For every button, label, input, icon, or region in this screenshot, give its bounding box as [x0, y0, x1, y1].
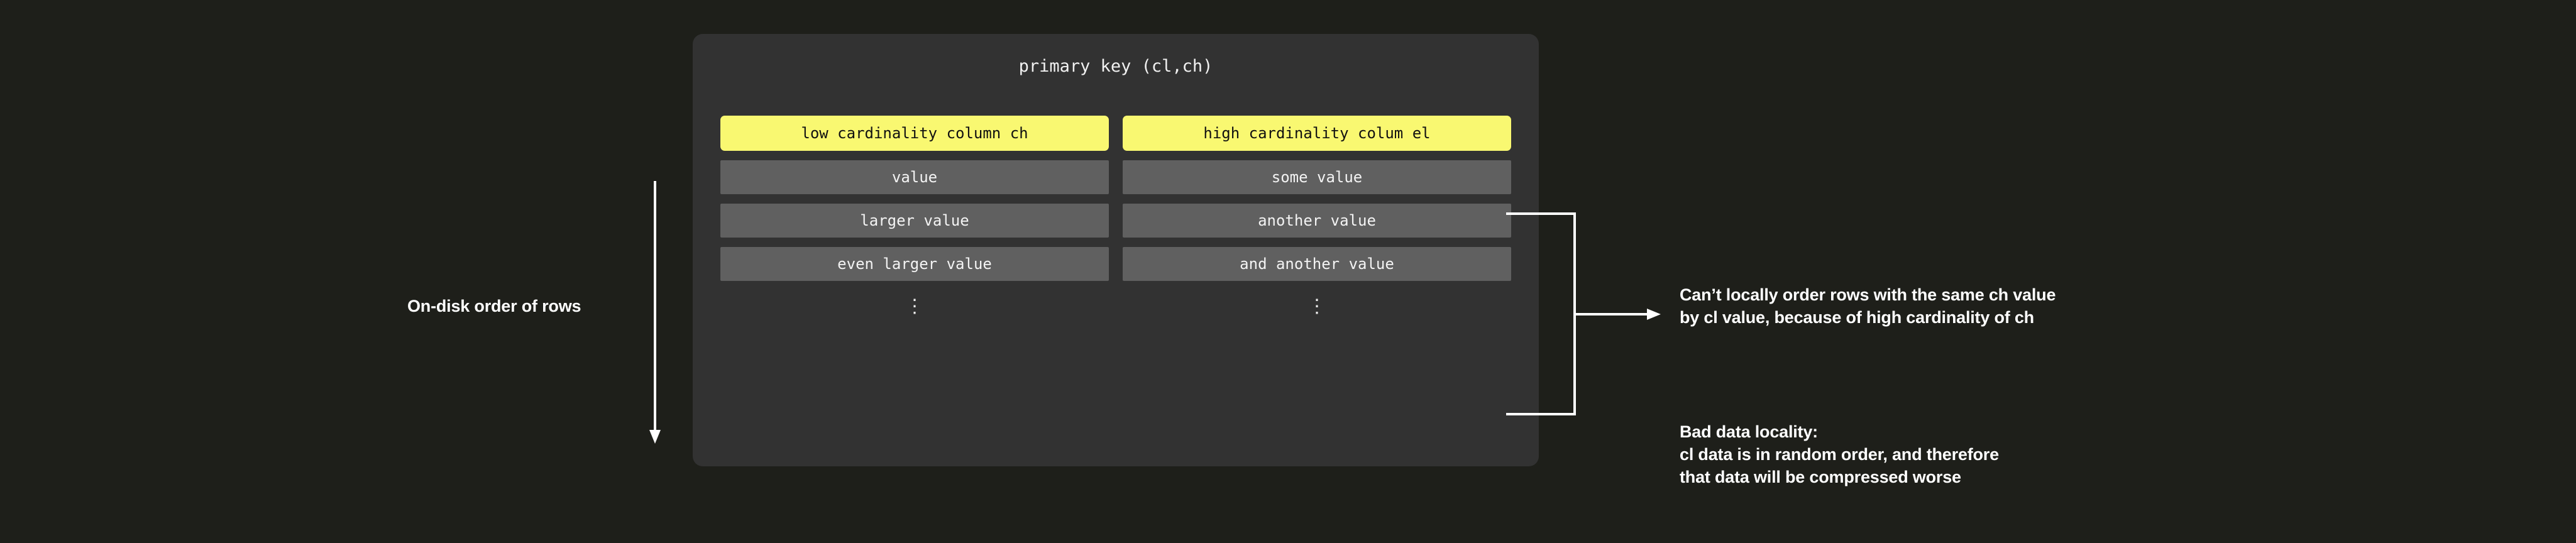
- table-row: larger value another value: [720, 204, 1511, 238]
- continuation-row: ⋮ ⋮: [720, 290, 1511, 323]
- column-grid: low cardinality column ch high cardinali…: [720, 116, 1511, 332]
- cell-left-2: even larger value: [720, 247, 1109, 281]
- cell-right-1: another value: [1123, 204, 1511, 238]
- vertical-ellipsis-icon-left: ⋮: [905, 295, 924, 317]
- note-ordering: Can’t locally order rows with the same c…: [1680, 284, 2056, 329]
- cell-left-1: larger value: [720, 204, 1109, 238]
- arrow-right-icon: [1575, 309, 1661, 320]
- column-header-low-cardinality[interactable]: low cardinality column ch: [720, 116, 1109, 151]
- note-ordering-line-2: by cl value, because of high cardinality…: [1680, 307, 2034, 327]
- cell-left-0: value: [720, 160, 1109, 194]
- right-bracket-icon: [1506, 212, 1661, 415]
- header-row: low cardinality column ch high cardinali…: [720, 116, 1511, 151]
- note-data-locality: Bad data locality: cl data is in random …: [1680, 421, 1999, 489]
- on-disk-order-label: On-disk order of rows: [407, 297, 581, 315]
- note-data-locality-line-2: cl data is in random order, and therefor…: [1680, 444, 1999, 464]
- vertical-ellipsis-icon-right: ⋮: [1307, 295, 1326, 317]
- cell-right-2: and another value: [1123, 247, 1511, 281]
- note-data-locality-line-1: Bad data locality:: [1680, 422, 1818, 441]
- table-row: even larger value and another value: [720, 247, 1511, 281]
- note-ordering-line-1: Can’t locally order rows with the same c…: [1680, 285, 2056, 304]
- primary-key-card: primary key (cl,ch) low cardinality colu…: [693, 34, 1539, 466]
- note-data-locality-line-3: that data will be compressed worse: [1680, 467, 1961, 486]
- table-row: value some value: [720, 160, 1511, 194]
- column-header-high-cardinality[interactable]: high cardinality colum el: [1123, 116, 1511, 151]
- arrow-down-icon: [649, 181, 661, 444]
- card-title: primary key (cl,ch): [1018, 57, 1213, 76]
- cell-right-0: some value: [1123, 160, 1511, 194]
